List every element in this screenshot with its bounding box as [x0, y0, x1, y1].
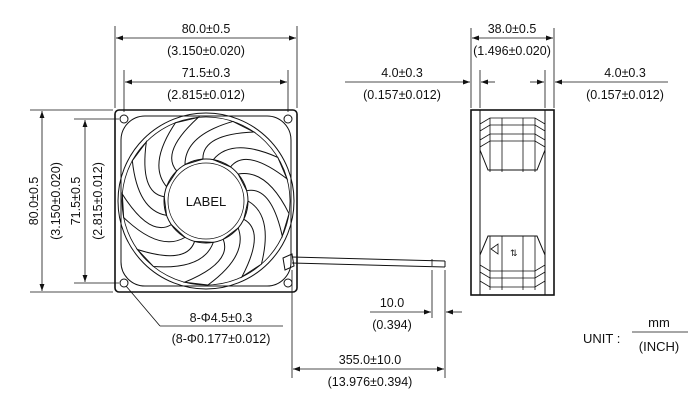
lead-strip-mm: 10.0: [380, 296, 404, 310]
front-width-dimension: 80.0±0.5 (3.150±0.020): [114, 22, 298, 108]
front-view: LABEL: [114, 109, 298, 293]
unit-legend: UNIT : mm (INCH): [583, 315, 688, 354]
front-height-dimension: 80.0±0.5 (3.150±0.020): [27, 109, 113, 293]
fan-blade: [237, 172, 290, 239]
flange-right-mm: 4.0±0.3: [604, 66, 646, 80]
rotation-mark-icon: ⇅: [510, 248, 518, 258]
lead-length-in: (13.976±0.394): [328, 375, 413, 389]
front-width-in: (3.150±0.020): [167, 44, 245, 58]
front-width-mm: 80.0±0.5: [182, 22, 231, 36]
lead-length-dimension: 355.0±10.0 (13.976±0.394): [293, 353, 444, 389]
front-height-in: (3.150±0.020): [49, 162, 63, 240]
side-flange-right-dimension: 4.0±0.3 (0.157±0.012): [530, 66, 668, 108]
lead-strip-in: (0.394): [372, 318, 412, 332]
flange-left-in: (0.157±0.012): [363, 88, 441, 102]
lead-strip-dimension: 10.0 (0.394): [370, 296, 462, 332]
lead-length-mm: 355.0±10.0: [339, 353, 402, 367]
fan-blade: [121, 192, 186, 243]
cable-grommet: [282, 253, 295, 271]
hub-label: LABEL: [186, 194, 226, 209]
fan-blade: [212, 147, 289, 181]
side-depth-mm: 38.0±0.5: [488, 22, 537, 36]
front-vhole-pitch-dimension: 71.5±0.5 (2.815±0.012): [69, 118, 119, 284]
fan-blades: [121, 116, 290, 286]
fan-frame-inner: [120, 115, 292, 287]
flange-right-in: (0.157±0.012): [586, 88, 664, 102]
unit-numerator: mm: [648, 315, 670, 330]
lead-wire: [291, 256, 446, 378]
front-vhole-pitch-in: (2.815±0.012): [91, 162, 105, 240]
fan-venturi-circle: [117, 112, 295, 290]
front-hole-pitch-in: (2.815±0.012): [167, 88, 245, 102]
fan-blade: [240, 200, 266, 279]
front-height-mm: 80.0±0.5: [27, 177, 41, 226]
fan-blade: [184, 120, 256, 166]
side-view: ⇅: [470, 109, 555, 296]
mounting-hole-tr: [283, 114, 293, 124]
hole-callout-in: (8-Φ0.177±0.012): [172, 332, 271, 346]
fan-blade: [158, 116, 201, 188]
fan-blade: [131, 140, 168, 216]
fan-blade: [182, 227, 241, 286]
flow-arrow-icon: [490, 243, 499, 255]
fan-hub: [163, 158, 249, 244]
hole-callout: 8-Φ4.5±0.3 (8-Φ0.177±0.012): [125, 285, 283, 346]
side-depth-dimension: 38.0±0.5 (1.496±0.020): [470, 22, 555, 108]
front-vhole-pitch-mm: 71.5±0.5: [69, 177, 83, 226]
unit-prefix: UNIT :: [583, 331, 620, 346]
side-depth-in: (1.496±0.020): [473, 44, 551, 58]
mounting-hole-tl: [119, 114, 129, 124]
flange-left-mm: 4.0±0.3: [381, 66, 423, 80]
front-hole-pitch-mm: 71.5±0.3: [182, 66, 231, 80]
hole-callout-mm: 8-Φ4.5±0.3: [190, 311, 253, 325]
front-hole-pitch-dimension: 71.5±0.3 (2.815±0.012): [123, 66, 289, 112]
side-frame-outline: [470, 109, 555, 296]
side-flange-left-dimension: 4.0±0.3 (0.157±0.012): [345, 66, 495, 108]
unit-denominator: (INCH): [639, 339, 679, 354]
mounting-hole-bl: [119, 278, 129, 288]
fan-hub-inner: [167, 162, 245, 240]
fan-frame-outline: [114, 109, 298, 293]
mounting-hole-br: [283, 278, 293, 288]
fan-blade: [135, 240, 214, 268]
